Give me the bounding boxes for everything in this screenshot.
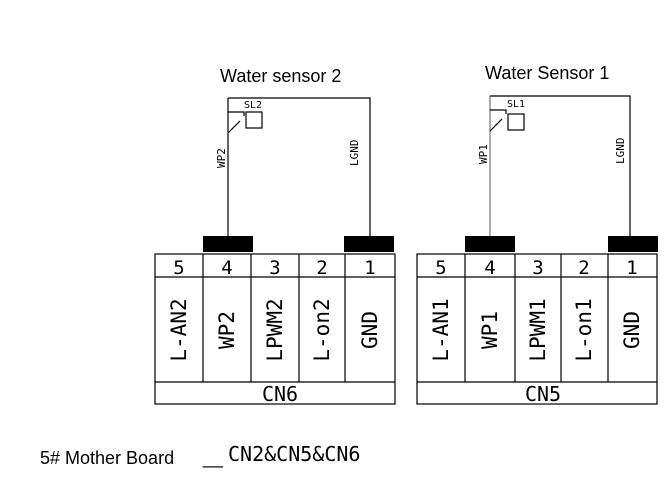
sensor-2-ground-wire-label: LGND <box>348 140 361 167</box>
connector-cn6: 5 4 3 2 1 L-AN2 WP2 LPWM2 L-on2 GND CN6 <box>154 253 396 406</box>
cn5-pin-label: L-AN1 <box>429 298 453 361</box>
cn5-pin-label: WP1 <box>478 311 502 349</box>
sensor-1-ground-wire-line <box>490 95 631 236</box>
cn6-pin-number: 5 <box>173 257 184 279</box>
sensor-2-signal-plug <box>203 236 253 252</box>
connector-cn5: 5 4 3 2 1 L-AN1 WP1 LPWM1 L-on1 GND CN5 <box>416 253 658 406</box>
cn6-pin-number: 4 <box>221 257 232 279</box>
cn6-pin-label: L-on2 <box>310 298 334 361</box>
sensor-group-1: Water Sensor 1 SL1 WP1 LGND <box>465 63 658 252</box>
sensor-1-signal-wire-label: WP1 <box>477 144 490 164</box>
cn5-pin-label: GND <box>620 311 644 349</box>
sensor-2-ground-wire-line <box>228 97 371 236</box>
board-name: 5# Mother Board <box>40 448 174 468</box>
board-connectors: CN2&CN5&CN6 <box>228 442 360 466</box>
sensor-1-ground-plug <box>608 236 658 252</box>
cn6-pin-number: 3 <box>269 257 280 279</box>
sensor-2-ground-plug <box>344 236 394 252</box>
caption-separator: __ <box>202 448 224 469</box>
board-caption: 5# Mother Board __ CN2&CN5&CN6 <box>40 442 360 469</box>
cn6-pin-label: WP2 <box>215 311 239 349</box>
cn6-name: CN6 <box>262 382 298 406</box>
sensor-1-signal-plug <box>465 236 515 252</box>
sensor-1-title: Water Sensor 1 <box>485 63 609 83</box>
sensor-2-switch: SL2 <box>227 100 263 134</box>
cn6-pin-label: L-AN2 <box>167 298 191 361</box>
connector-cn6-outline <box>154 253 396 405</box>
cn5-name: CN5 <box>525 382 561 406</box>
cn6-pin-label: GND <box>358 311 382 349</box>
sensor-1-switch: SL1 <box>489 99 525 132</box>
cn5-pin-number: 2 <box>578 257 589 279</box>
sensor-2-switch-label: SL2 <box>244 100 262 111</box>
cn5-pin-number: 4 <box>484 257 495 279</box>
cn5-pin-number: 3 <box>532 257 543 279</box>
connector-cn5-outline <box>416 253 658 405</box>
sensor-2-title: Water sensor 2 <box>220 66 341 86</box>
sensor-2-signal-wire-label: WP2 <box>215 148 228 168</box>
sensor-1-ground-wire-label: LGND <box>614 138 627 165</box>
cn5-pin-number: 5 <box>435 257 446 279</box>
sensor-1-switch-label: SL1 <box>507 99 525 110</box>
cn5-pin-number: 1 <box>626 257 637 279</box>
cn5-pin-label: LPWM1 <box>526 298 550 361</box>
cn6-pin-number: 2 <box>316 257 327 279</box>
cn6-pin-number: 1 <box>364 257 375 279</box>
cn5-pin-label: L-on1 <box>572 298 596 361</box>
sensor-group-2: Water sensor 2 SL2 WP2 LGND <box>203 66 394 252</box>
cn6-pin-label: LPWM2 <box>263 298 287 361</box>
